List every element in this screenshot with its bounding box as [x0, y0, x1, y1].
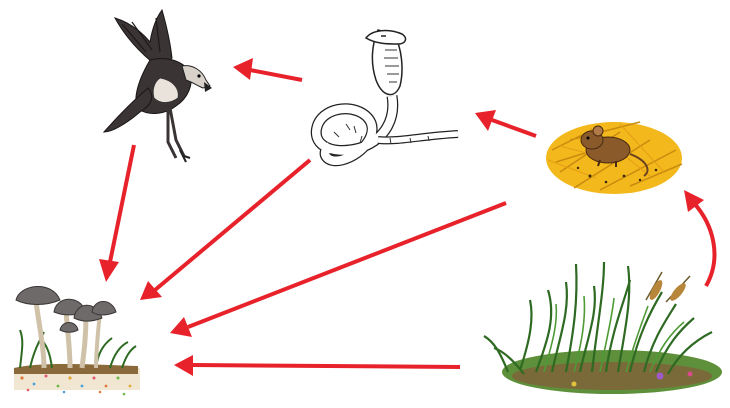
arrow-grass-to-mouse [684, 190, 714, 286]
grass-icon [484, 262, 722, 394]
eagle-icon [104, 10, 212, 162]
arrow-grass-to-mushrooms [174, 355, 460, 376]
arrow-mouse-to-mushrooms [170, 203, 506, 337]
arrow-snake-to-mushrooms [140, 160, 310, 300]
arrows [99, 58, 714, 376]
snake-icon [316, 30, 458, 161]
arrow-mouse-to-snake [475, 110, 536, 136]
mushroom-icon [14, 286, 140, 395]
arrow-snake-to-eagle [233, 58, 302, 80]
arrow-eagle-to-mushrooms [99, 145, 134, 282]
mouse-icon [546, 122, 682, 194]
